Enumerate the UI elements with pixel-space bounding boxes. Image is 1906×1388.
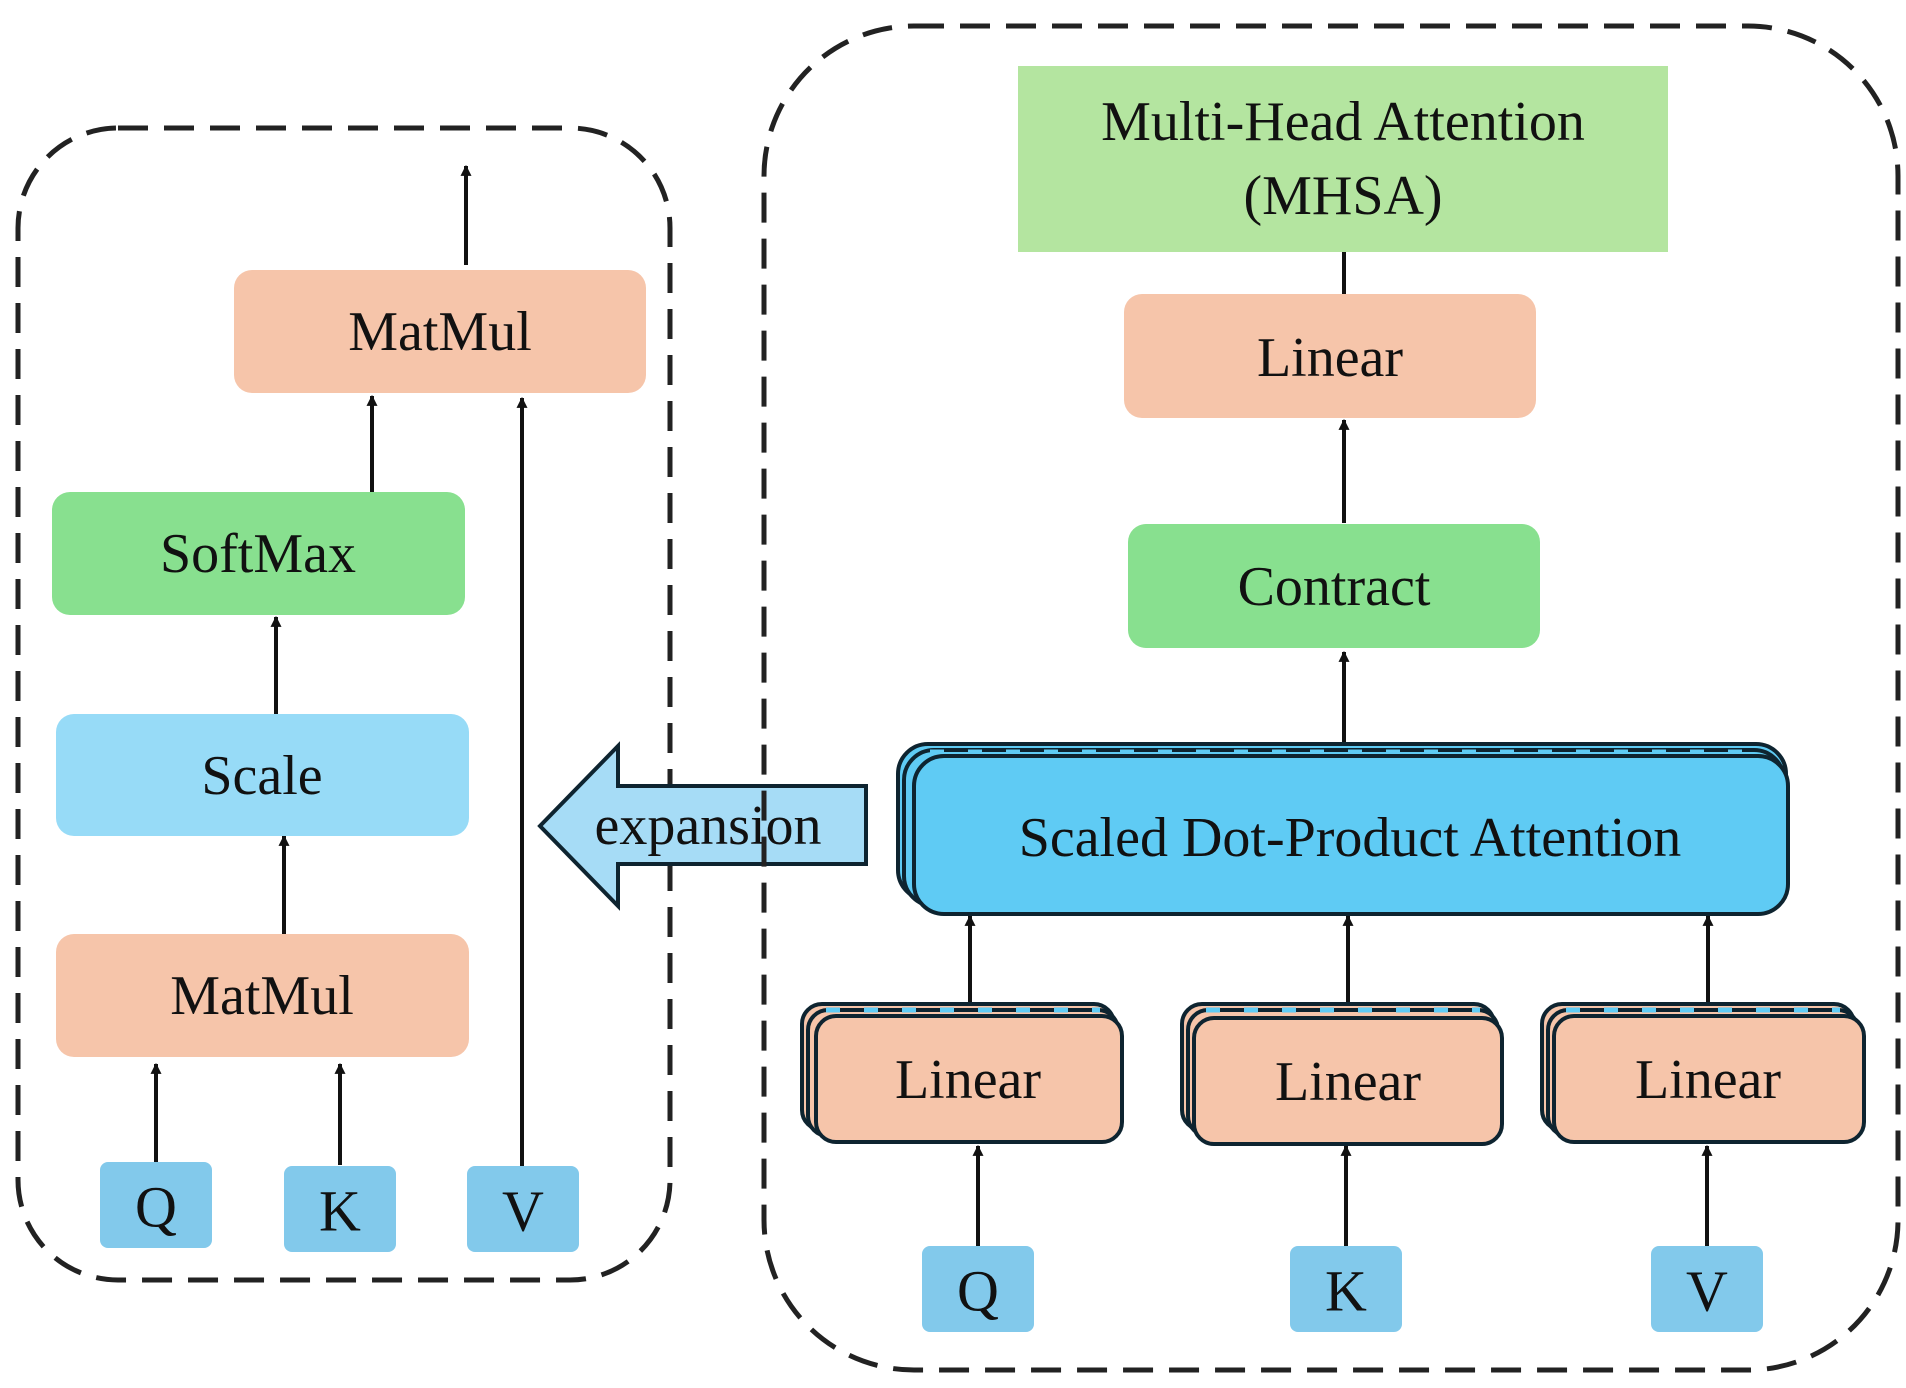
- right-panel-border: [761, 23, 1901, 1373]
- left-panel-border: [15, 125, 673, 1283]
- right-k-input: [1290, 1246, 1402, 1332]
- softmax-label: SoftMax: [160, 523, 356, 585]
- scale-box: [56, 714, 469, 836]
- matmul-bottom-label: MatMul: [170, 965, 354, 1027]
- left-panel: MatMul SoftMax Scale MatMul Q K V: [15, 125, 673, 1283]
- matmul-bottom-box: [56, 934, 469, 1057]
- left-q-label: Q: [135, 1175, 177, 1240]
- expansion-label: expansion: [594, 795, 821, 857]
- linear-k-stack: Linear: [1180, 1002, 1504, 1146]
- mhsa-box: [1018, 66, 1668, 252]
- expansion-arrow-shape: [537, 741, 868, 911]
- mhsa-title-line2: (MHSA): [1243, 165, 1442, 227]
- sdpa-box: [912, 754, 1790, 916]
- right-v-label: V: [1686, 1259, 1728, 1324]
- matmul-top-label: MatMul: [348, 301, 532, 363]
- contract-box: [1128, 524, 1540, 648]
- right-v-input: [1651, 1246, 1763, 1332]
- linear-q-label: Linear: [895, 1049, 1041, 1111]
- right-q-label: Q: [957, 1259, 999, 1324]
- contract-label: Contract: [1238, 556, 1431, 618]
- left-k-label: K: [319, 1179, 361, 1244]
- linear-v-box: [1552, 1014, 1866, 1144]
- sdpa-label: Scaled Dot-Product Attention: [1019, 807, 1682, 869]
- left-k-input: [284, 1166, 396, 1252]
- sdpa-stack: Scaled Dot-Product Attention: [896, 742, 1790, 916]
- linear-q-stack: Linear: [800, 1002, 1124, 1144]
- linear-q-box: [814, 1014, 1124, 1144]
- right-panel: Multi-Head Attention (MHSA) Linear Contr…: [761, 23, 1901, 1373]
- expansion-arrow: expansion: [537, 741, 868, 911]
- mhsa-title-line1: Multi-Head Attention: [1101, 91, 1585, 153]
- right-k-label: K: [1325, 1259, 1367, 1324]
- softmax-box: [52, 492, 465, 615]
- linear-top-box: [1124, 294, 1536, 418]
- scale-label: Scale: [201, 745, 322, 807]
- linear-v-label: Linear: [1635, 1049, 1781, 1111]
- left-q-input: [100, 1162, 212, 1248]
- right-q-input: [922, 1246, 1034, 1332]
- linear-top-label: Linear: [1257, 327, 1403, 389]
- left-v-input: [467, 1166, 579, 1252]
- linear-k-label: Linear: [1275, 1051, 1421, 1113]
- matmul-top-box: [234, 270, 646, 393]
- linear-k-box: [1192, 1016, 1504, 1146]
- left-v-label: V: [502, 1179, 544, 1244]
- linear-v-stack: Linear: [1540, 1002, 1866, 1144]
